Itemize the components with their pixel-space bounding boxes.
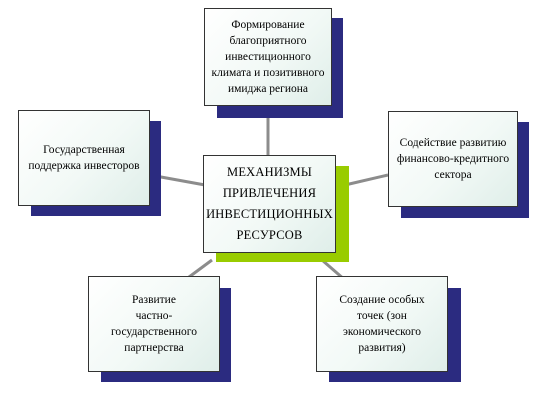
node-box: Государственная поддержка инвесторов [18,110,150,206]
node-label: Формирование благоприятного инвестиционн… [211,19,325,95]
center-label: МЕХАНИЗМЫ ПРИВЛЕЧЕНИЯ ИНВЕСТИЦИОННЫХ РЕС… [206,165,333,242]
node-box: Содействие развитию финансово-кредитного… [388,111,518,207]
center-box: МЕХАНИЗМЫ ПРИВЛЕЧЕНИЯ ИНВЕСТИЦИОННЫХ РЕС… [203,155,336,253]
node-label: Содействие развитию финансово-кредитного… [396,137,510,181]
node-box: Создание особых точек (зон экономическог… [316,276,448,372]
node-label: Развитие частно-государственного партнер… [111,294,197,354]
node-box: Развитие частно-государственного партнер… [88,276,220,372]
node-label: Государственная поддержка инвесторов [28,144,140,172]
node-box: Формирование благоприятного инвестиционн… [204,8,332,106]
connector-right [344,173,389,187]
node-label: Создание особых точек (зон экономическог… [339,294,425,354]
